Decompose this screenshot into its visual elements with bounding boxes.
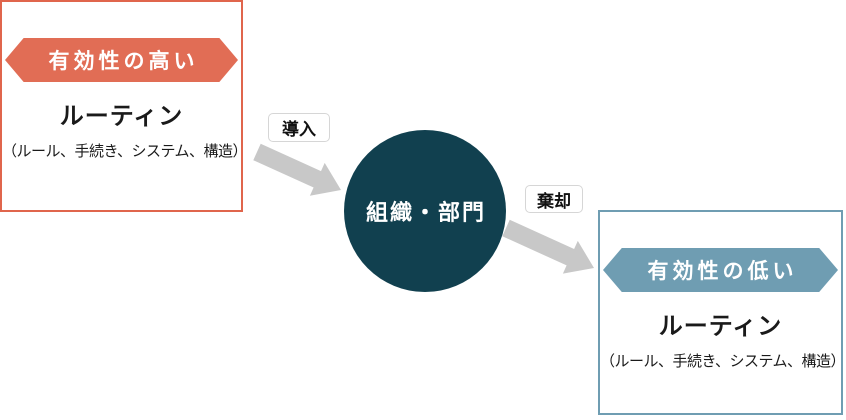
intro-label-text: 導入: [282, 120, 316, 139]
organization-label: 組織・部門: [365, 200, 486, 225]
reject-arrow: [502, 219, 594, 274]
low-effectiveness-badge-label: 有効性の低い: [647, 260, 798, 283]
high-effectiveness-badge: 有効性の高い: [5, 38, 238, 82]
high-effectiveness-badge-label: 有効性の高い: [48, 50, 199, 73]
intro-label: 導入: [268, 113, 330, 142]
reject-label-text: 棄却: [537, 191, 571, 211]
low-effectiveness-badge: 有効性の低い: [603, 248, 838, 292]
high-effectiveness-box: 有効性の高い ルーティン （ルール、手続き、システム、構造）: [0, 0, 248, 212]
left-routine-subtitle: （ルール、手続き、システム、構造）: [2, 143, 248, 160]
right-routine-subtitle: （ルール、手続き、システム、構造）: [600, 353, 846, 370]
reject-label: 棄却: [525, 185, 583, 213]
right-routine-title: ルーティン: [658, 313, 783, 340]
low-effectiveness-box: 有効性の低い ルーティン （ルール、手続き、システム、構造）: [598, 210, 846, 415]
intro-arrow: [253, 143, 341, 196]
left-routine-title: ルーティン: [59, 103, 184, 130]
organization-circle: 組織・部門: [344, 130, 506, 292]
